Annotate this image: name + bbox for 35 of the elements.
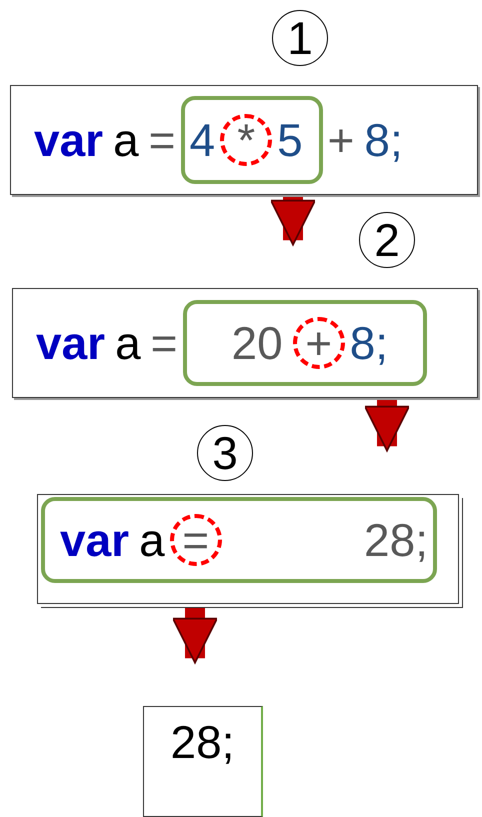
operator-circle — [170, 514, 222, 566]
code-token: 8; — [363, 117, 404, 163]
step-number: 1 — [287, 15, 313, 61]
code-token: + — [305, 320, 332, 366]
code-token: 8; — [348, 320, 390, 366]
arrow — [270, 196, 316, 246]
code-token: + — [326, 117, 356, 163]
operator-circle — [220, 114, 272, 166]
arrow — [364, 399, 410, 452]
highlight-box — [182, 300, 427, 386]
code-token: 28; — [363, 517, 429, 563]
step-number-circle — [272, 10, 328, 66]
highlight-box — [41, 497, 437, 583]
step-number: 3 — [212, 430, 238, 476]
step-number-circle — [197, 425, 253, 481]
code-token: a — [114, 320, 142, 366]
code-token: = — [182, 517, 210, 563]
code-token: * — [237, 117, 256, 163]
code-token: var — [33, 117, 104, 163]
code-token: a — [112, 117, 140, 163]
code-token: = — [150, 320, 179, 366]
step-number-circle — [359, 212, 415, 268]
code-token: 20 — [230, 320, 284, 366]
arrow — [172, 605, 218, 664]
code-token: 28; — [170, 719, 236, 765]
code-token: 4 — [188, 117, 216, 163]
code-token: var — [35, 320, 106, 366]
code-token: var — [59, 517, 130, 563]
result-box — [143, 706, 263, 817]
step-number: 2 — [374, 217, 400, 263]
operator-circle — [292, 317, 345, 369]
highlight-box — [180, 96, 323, 184]
code-token: 5 — [276, 117, 304, 163]
code-token: = — [148, 117, 177, 163]
code-token: a — [138, 517, 166, 563]
